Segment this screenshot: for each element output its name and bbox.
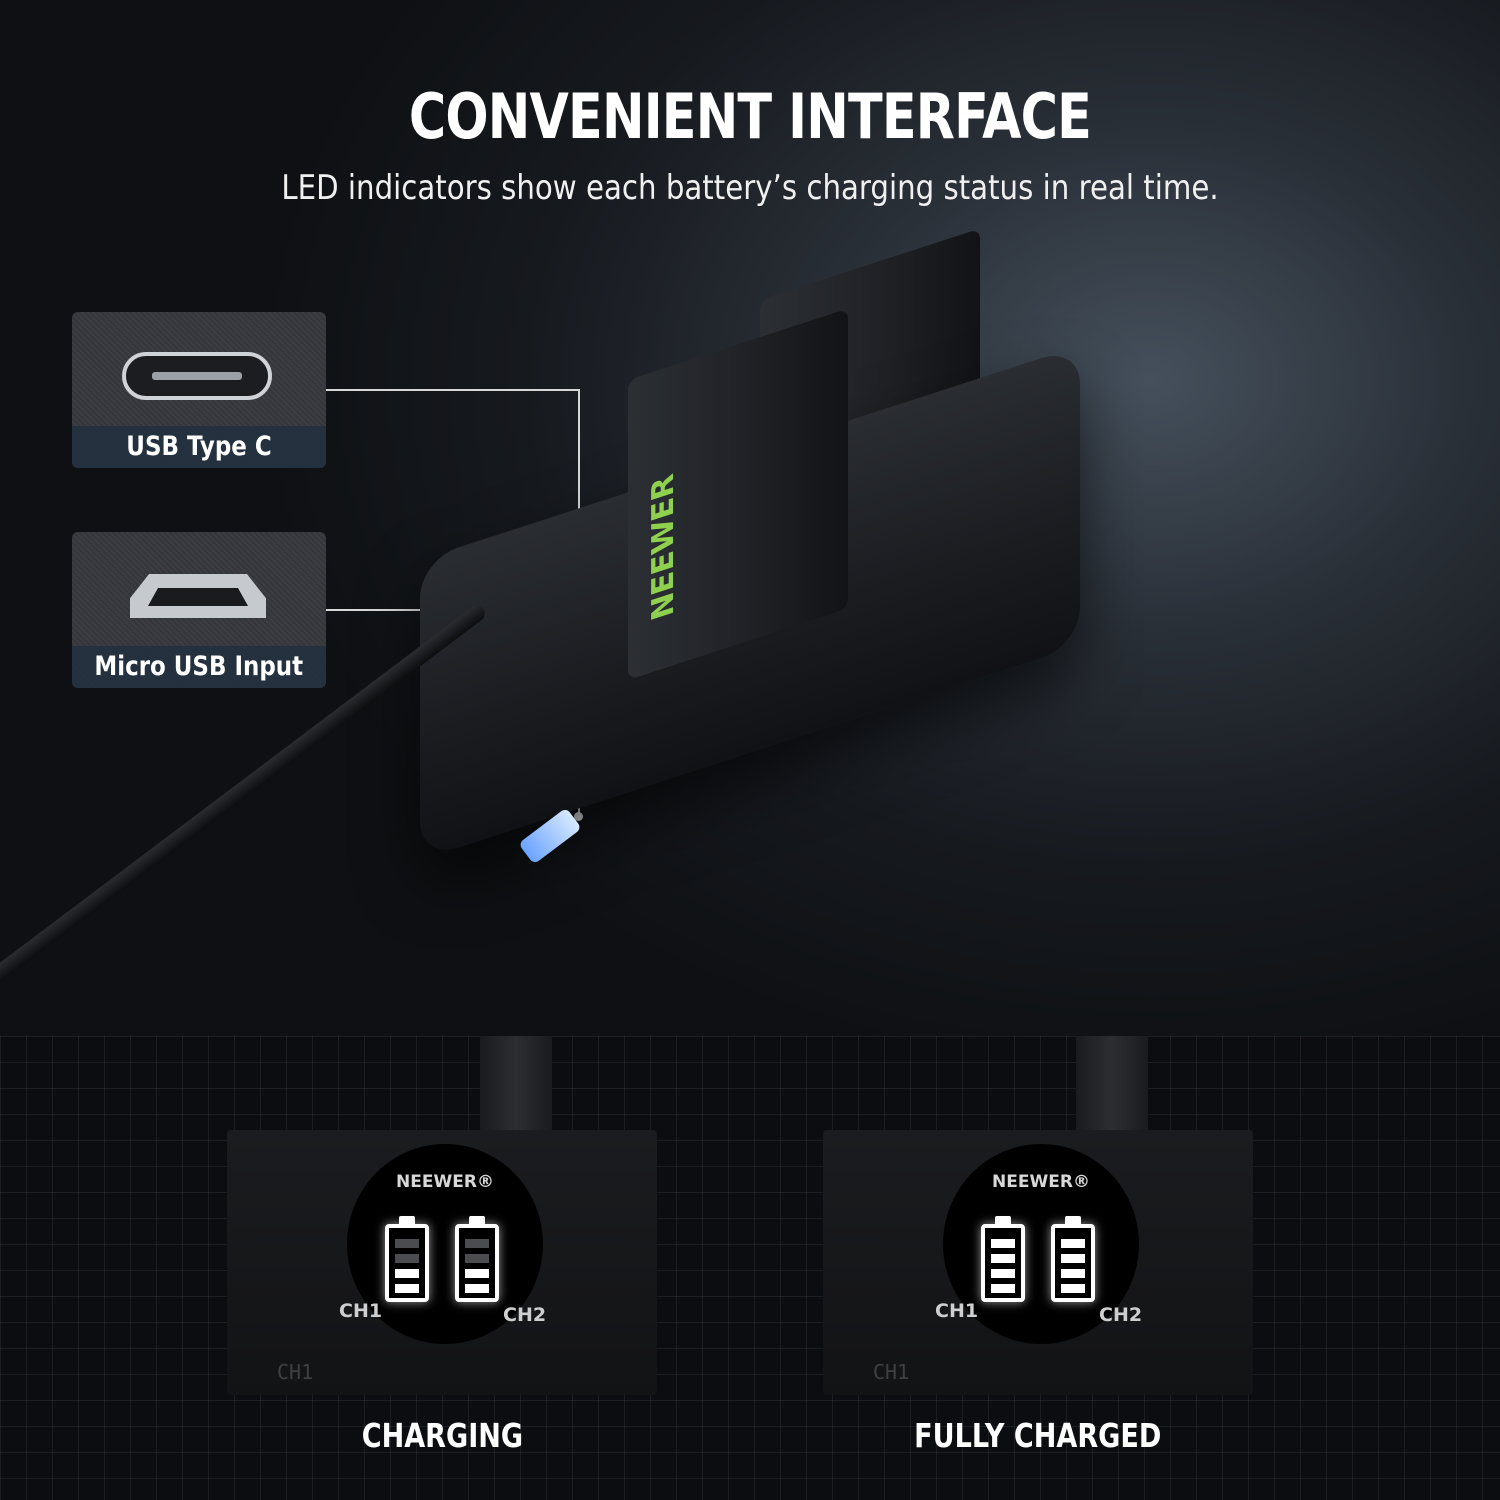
battery-level-bar <box>1061 1269 1085 1278</box>
led-display: NEEWER® <box>943 1144 1139 1344</box>
battery-level-bar <box>1061 1284 1085 1293</box>
micro-usb-callout: Micro USB Input <box>72 532 326 688</box>
battery-level-bar <box>465 1284 489 1293</box>
panel-brand-logo: NEEWER® <box>992 1172 1090 1192</box>
micro-usb-label: Micro USB Input <box>72 646 326 688</box>
battery-brand-logo: NEEWER <box>646 469 681 625</box>
slot-label: CH1 <box>277 1360 314 1384</box>
charging-cable-post <box>480 1036 552 1132</box>
battery-level-bar <box>465 1254 489 1263</box>
slot-label: CH1 <box>873 1360 910 1384</box>
charging-status-panel: NEEWER® CH1 CH2 CH1 <box>227 1130 657 1395</box>
battery-level-bar <box>1061 1239 1085 1248</box>
battery-level-bar <box>991 1269 1015 1278</box>
battery-level-bar <box>395 1269 419 1278</box>
ch2-battery-icon <box>1051 1216 1095 1302</box>
full-cable-post <box>1076 1036 1148 1132</box>
battery-level-bar <box>991 1254 1015 1263</box>
fully-charged-status-panel: NEEWER® CH1 CH2 CH1 <box>823 1130 1253 1395</box>
micro-usb-leader-line <box>326 609 491 611</box>
battery-level-bar <box>1061 1254 1085 1263</box>
fully-charged-caption: FULLY CHARGED <box>914 1416 1162 1455</box>
battery-level-bar <box>991 1239 1015 1248</box>
panel-brand-logo: NEEWER® <box>396 1172 494 1192</box>
usb-type-c-callout: USB Type C Input <box>72 312 326 468</box>
status-grid-background <box>0 1036 1500 1500</box>
type-c-leader-line <box>326 389 579 391</box>
charging-caption: CHARGING <box>361 1416 523 1455</box>
ch1-label: CH1 <box>339 1300 383 1322</box>
battery-level-bar <box>465 1269 489 1278</box>
battery-level-bar <box>465 1239 489 1248</box>
ch2-battery-icon <box>455 1216 499 1302</box>
type-c-leader-dot <box>574 812 583 821</box>
battery-level-bar <box>395 1284 419 1293</box>
battery-level-bar <box>991 1284 1015 1293</box>
battery-level-bar <box>395 1239 419 1248</box>
ch1-battery-icon <box>981 1216 1025 1302</box>
battery-level-bar <box>395 1254 419 1263</box>
usb-type-c-label: USB Type C Input <box>72 426 326 468</box>
usb-type-c-port-icon <box>122 352 272 400</box>
ch2-label: CH2 <box>503 1304 547 1326</box>
page-title: CONVENIENT INTERFACE <box>408 80 1092 153</box>
led-display: NEEWER® <box>347 1144 543 1344</box>
ch2-label: CH2 <box>1099 1304 1143 1326</box>
ch1-label: CH1 <box>935 1300 979 1322</box>
micro-usb-port-icon <box>130 574 266 618</box>
page-subtitle: LED indicators show each battery’s charg… <box>281 168 1219 208</box>
ch1-battery-icon <box>385 1216 429 1302</box>
